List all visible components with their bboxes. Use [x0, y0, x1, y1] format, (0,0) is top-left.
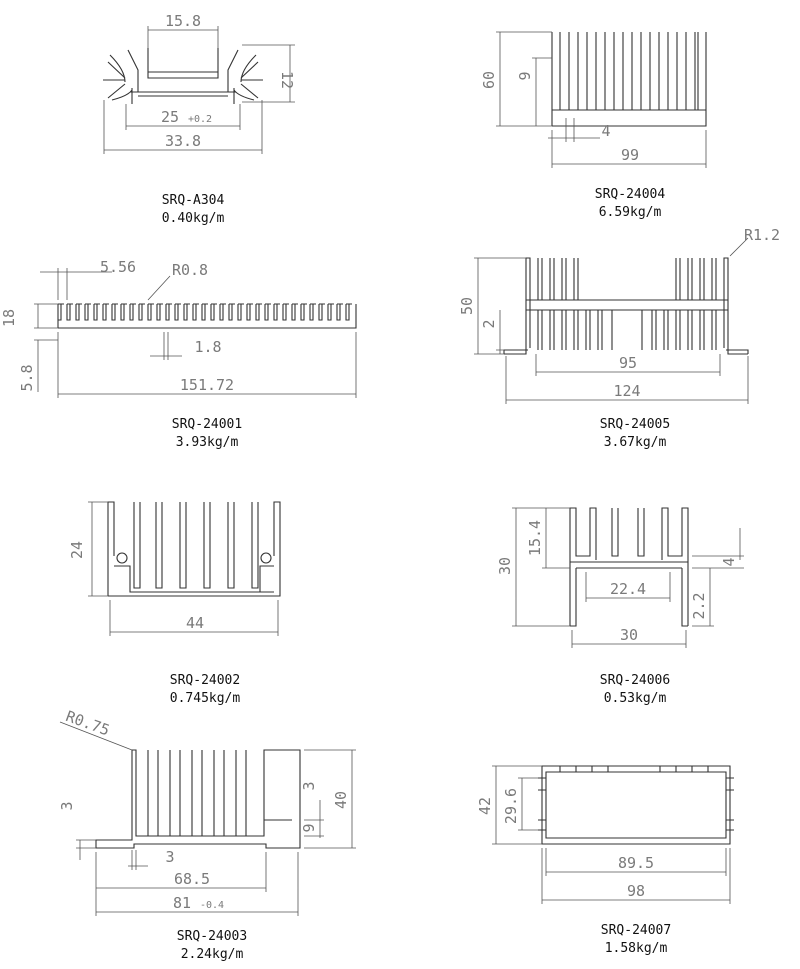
24006-dim-label: 2.2 — [690, 592, 708, 619]
24001-dim-label: R0.8 — [172, 261, 208, 279]
24002-outline — [107, 501, 281, 597]
profile-srq-24006: 15.4 30 4 22.4 2.2 30 SRQ-24006 0.53kg/m — [496, 507, 744, 706]
24003-outline — [95, 749, 301, 849]
24003-dim-label: 68.5 — [174, 870, 210, 888]
24002-dimlines — [88, 501, 279, 636]
a304-outline — [103, 48, 263, 104]
24003-dim-label: -0.4 — [200, 900, 224, 911]
24006-outline — [569, 507, 689, 627]
weight-label: 0.40kg/m — [162, 211, 225, 226]
24006-dim-label: 30 — [496, 557, 514, 575]
24007-dimlines — [492, 765, 731, 904]
24003-dim-label: 40 — [332, 791, 350, 809]
profile-srq-24007: 42 29.6 89.5 98 SRQ-24007 1.58kg/m — [476, 765, 734, 956]
24003-dim-label: R0.75 — [63, 707, 112, 739]
profile-srq-a304: 15.8 12 25 +0.2 33.8 SRQ-A304 0.40kg/m — [103, 12, 296, 226]
24006-dim-label: 15.4 — [526, 520, 544, 556]
a304-dim-label: 25 — [161, 108, 179, 126]
weight-label: 1.58kg/m — [605, 941, 668, 956]
24001-dim-label: 1.8 — [194, 338, 221, 356]
profile-srq-24005: R1.2 50 2 95 124 SRQ-24005 3.67kg/m — [458, 226, 780, 450]
a304-dim-label: +0.2 — [188, 114, 212, 125]
24006-dim-label: 30 — [620, 626, 638, 644]
24003-dimlines — [59, 721, 356, 916]
24006-dimlines — [512, 507, 744, 648]
24001-dim-label: 151.72 — [180, 376, 234, 394]
24006-dim-label: 22.4 — [610, 580, 646, 598]
24003-dim-label: 3 — [300, 781, 318, 790]
weight-label: 0.745kg/m — [170, 691, 241, 706]
a304-dimlines — [103, 26, 295, 154]
24002-dim-label: 24 — [68, 541, 86, 559]
24004-dimlines — [496, 31, 707, 168]
profile-srq-24001: 5.56 R0.8 18 1.8 5.8 151.72 SRQ-24001 3.… — [0, 258, 357, 450]
24005-dim-label: R1.2 — [744, 226, 780, 244]
a304-dim-label: 12 — [278, 71, 296, 89]
24001-dim-label: 5.8 — [18, 364, 36, 391]
24005-dim-label: 95 — [619, 354, 637, 372]
weight-label: 3.67kg/m — [604, 435, 667, 450]
24005-dim-label: 124 — [613, 382, 640, 400]
24001-outline — [57, 303, 357, 329]
24002-screw-boss — [116, 552, 128, 564]
24007-outline — [538, 765, 734, 845]
a304-dim-label: 33.8 — [165, 132, 201, 150]
profile-srq-24003: R0.75 3 40 3 9 3 68.5 81 -0.4 SRQ-24003 … — [58, 707, 356, 962]
weight-label: 3.93kg/m — [176, 435, 239, 450]
24007-dim-label: 42 — [476, 797, 494, 815]
24006-dim-label: 4 — [720, 557, 738, 566]
weight-label: 6.59kg/m — [599, 205, 662, 220]
model-label: SRQ-24007 — [601, 923, 671, 938]
24007-dim-label: 29.6 — [502, 788, 520, 824]
24007-dim-label: 89.5 — [618, 854, 654, 872]
24003-dim-label: 3 — [165, 848, 174, 866]
24005-outline — [503, 257, 749, 355]
24005-dimlines — [474, 237, 749, 404]
model-label: SRQ-A304 — [162, 193, 225, 208]
weight-label: 0.53kg/m — [604, 691, 667, 706]
24002-screw-boss — [260, 552, 272, 564]
24003-dim-label: 9 — [300, 823, 318, 832]
model-label: SRQ-24005 — [600, 417, 670, 432]
model-label: SRQ-24002 — [170, 673, 240, 688]
model-label: SRQ-24001 — [172, 417, 242, 432]
24003-dim-label: 3 — [58, 801, 76, 810]
profile-srq-24002: 24 44 SRQ-24002 0.745kg/m — [68, 501, 281, 706]
24004-dim-label: 99 — [621, 146, 639, 164]
24004-dim-label: 60 — [480, 71, 498, 89]
24004-dim-label: 9 — [516, 71, 534, 80]
a304-dim-label: 15.8 — [165, 12, 201, 30]
24004-dim-label: 4 — [601, 122, 610, 140]
a304-outline-arcs — [109, 54, 257, 101]
24004-outline — [551, 32, 707, 127]
model-label: SRQ-24004 — [595, 187, 666, 202]
24001-dim-label: 18 — [0, 309, 18, 327]
model-label: SRQ-24006 — [600, 673, 670, 688]
24005-dim-label: 2 — [480, 319, 498, 328]
24003-dim-label: 81 — [173, 894, 191, 912]
24002-dim-label: 44 — [186, 614, 204, 632]
24007-dim-label: 98 — [627, 882, 645, 900]
model-label: SRQ-24003 — [177, 929, 247, 944]
24001-dim-label: 5.56 — [100, 258, 136, 276]
24001-dimlines — [34, 268, 357, 398]
24005-dim-label: 50 — [458, 297, 476, 315]
profile-srq-24004: 60 9 4 99 SRQ-24004 6.59kg/m — [480, 31, 707, 220]
weight-label: 2.24kg/m — [181, 947, 244, 962]
